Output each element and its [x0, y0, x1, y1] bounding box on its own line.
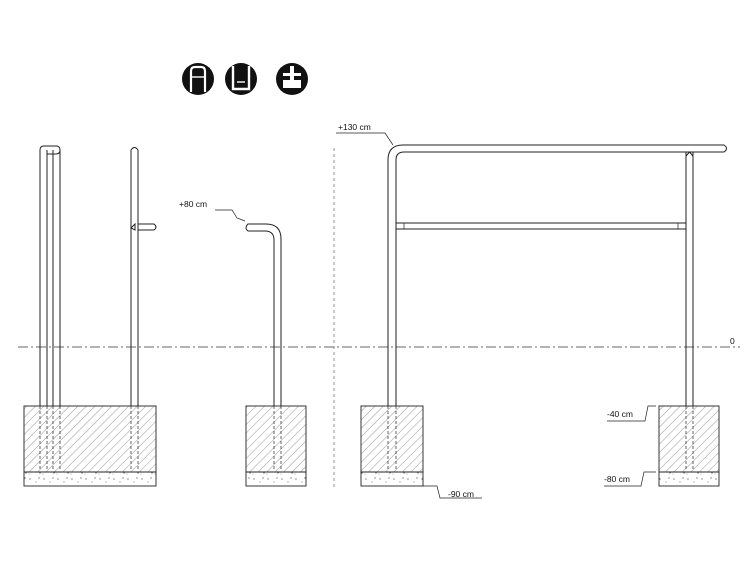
foundation-depth-right-label: -80 cm — [604, 474, 630, 484]
post-on-base-icon — [276, 63, 308, 95]
gravel-layer — [23, 471, 157, 487]
foundation-block-left — [360, 405, 424, 473]
front-view-frame: +130 cm -40 cm -80 cm -90 cm — [336, 122, 727, 499]
arch-frame-icon — [182, 63, 214, 95]
side-view-low-rail: +80 cm — [179, 199, 307, 487]
side-view-full-frame — [23, 145, 157, 487]
foundation-block — [23, 405, 157, 473]
gravel-layer — [245, 471, 307, 487]
foundation-block — [245, 405, 307, 473]
ground-level-label: 0 — [730, 336, 735, 346]
low-rail-level-label: +80 cm — [179, 199, 207, 209]
gravel-layer-left — [360, 471, 424, 487]
u-frame-icon — [225, 63, 257, 95]
top-rail-level-label: +130 cm — [338, 122, 371, 132]
foundation-depth-left-label: -90 cm — [448, 489, 474, 499]
foundation-depth-short-label: -40 cm — [607, 409, 633, 419]
icon-row — [182, 63, 308, 95]
foundation-block-right — [658, 405, 720, 473]
gravel-layer-right — [658, 471, 720, 487]
